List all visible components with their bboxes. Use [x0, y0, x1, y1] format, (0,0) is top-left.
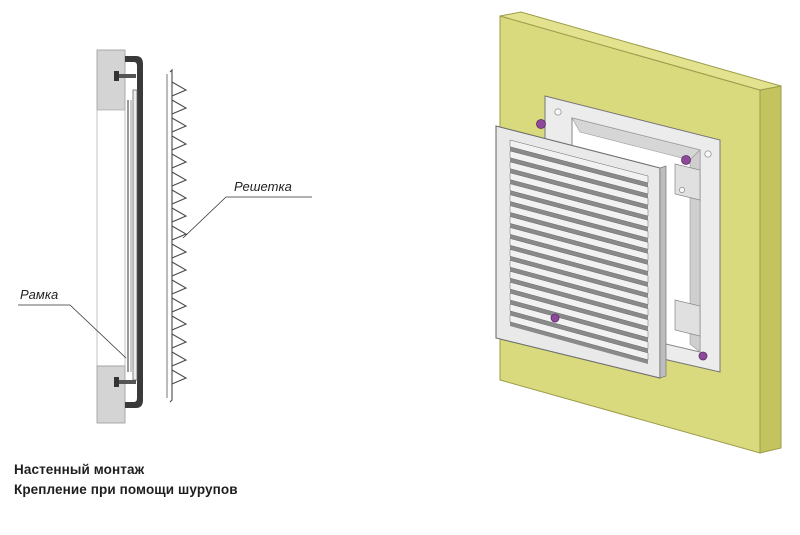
caption-title: Настенный монтаж	[14, 462, 145, 477]
louver-slat	[509, 194, 649, 239]
louver-slat	[509, 270, 649, 316]
screw-icon	[550, 313, 560, 323]
frame-label: Рамка	[20, 287, 58, 302]
frame-tab	[674, 163, 701, 201]
screw-icon	[681, 155, 691, 165]
louver-slat	[509, 216, 649, 261]
frame-hole	[679, 187, 685, 193]
louver-slat	[509, 292, 649, 339]
louver-slat	[509, 249, 649, 294]
louver-slat	[509, 260, 649, 305]
section-view: Решетка Рамка	[18, 49, 312, 424]
wall-section-top	[96, 49, 126, 111]
frame-bar	[132, 89, 138, 381]
louver-slat	[509, 205, 649, 250]
louver-slat	[509, 303, 649, 350]
frame-hole	[554, 108, 562, 116]
louver-slat	[509, 161, 649, 206]
grille-profile	[169, 68, 188, 403]
louver-slat	[509, 227, 649, 272]
louver-slat	[509, 150, 649, 195]
grille-leader-line	[182, 196, 312, 239]
louver-slat	[509, 183, 649, 228]
grille-louvers	[509, 139, 649, 361]
louver-slat	[509, 139, 649, 184]
wall-section-bottom	[96, 365, 126, 424]
louver-slat	[509, 238, 649, 283]
caption-subtitle: Крепление при помощи шурупов	[14, 482, 238, 497]
louver-slat	[509, 172, 649, 217]
isometric-view	[495, 11, 782, 454]
screw-icon	[536, 119, 546, 129]
frame-hole	[704, 150, 712, 158]
grille-front-thickness	[659, 165, 667, 379]
frame-tab	[674, 299, 701, 337]
wall-side	[759, 85, 782, 454]
screw-icon	[698, 351, 708, 361]
frame-profile	[125, 56, 143, 408]
screw-icon	[114, 71, 136, 81]
wall-opening	[96, 109, 126, 367]
louver-slat	[509, 281, 649, 327]
screw-icon	[114, 377, 136, 387]
grille-label: Решетка	[234, 179, 292, 194]
wall-top	[499, 11, 782, 91]
mounting-frame-right-wall	[689, 149, 701, 353]
frame-leader-line	[18, 304, 127, 359]
louver-slat	[509, 314, 649, 361]
